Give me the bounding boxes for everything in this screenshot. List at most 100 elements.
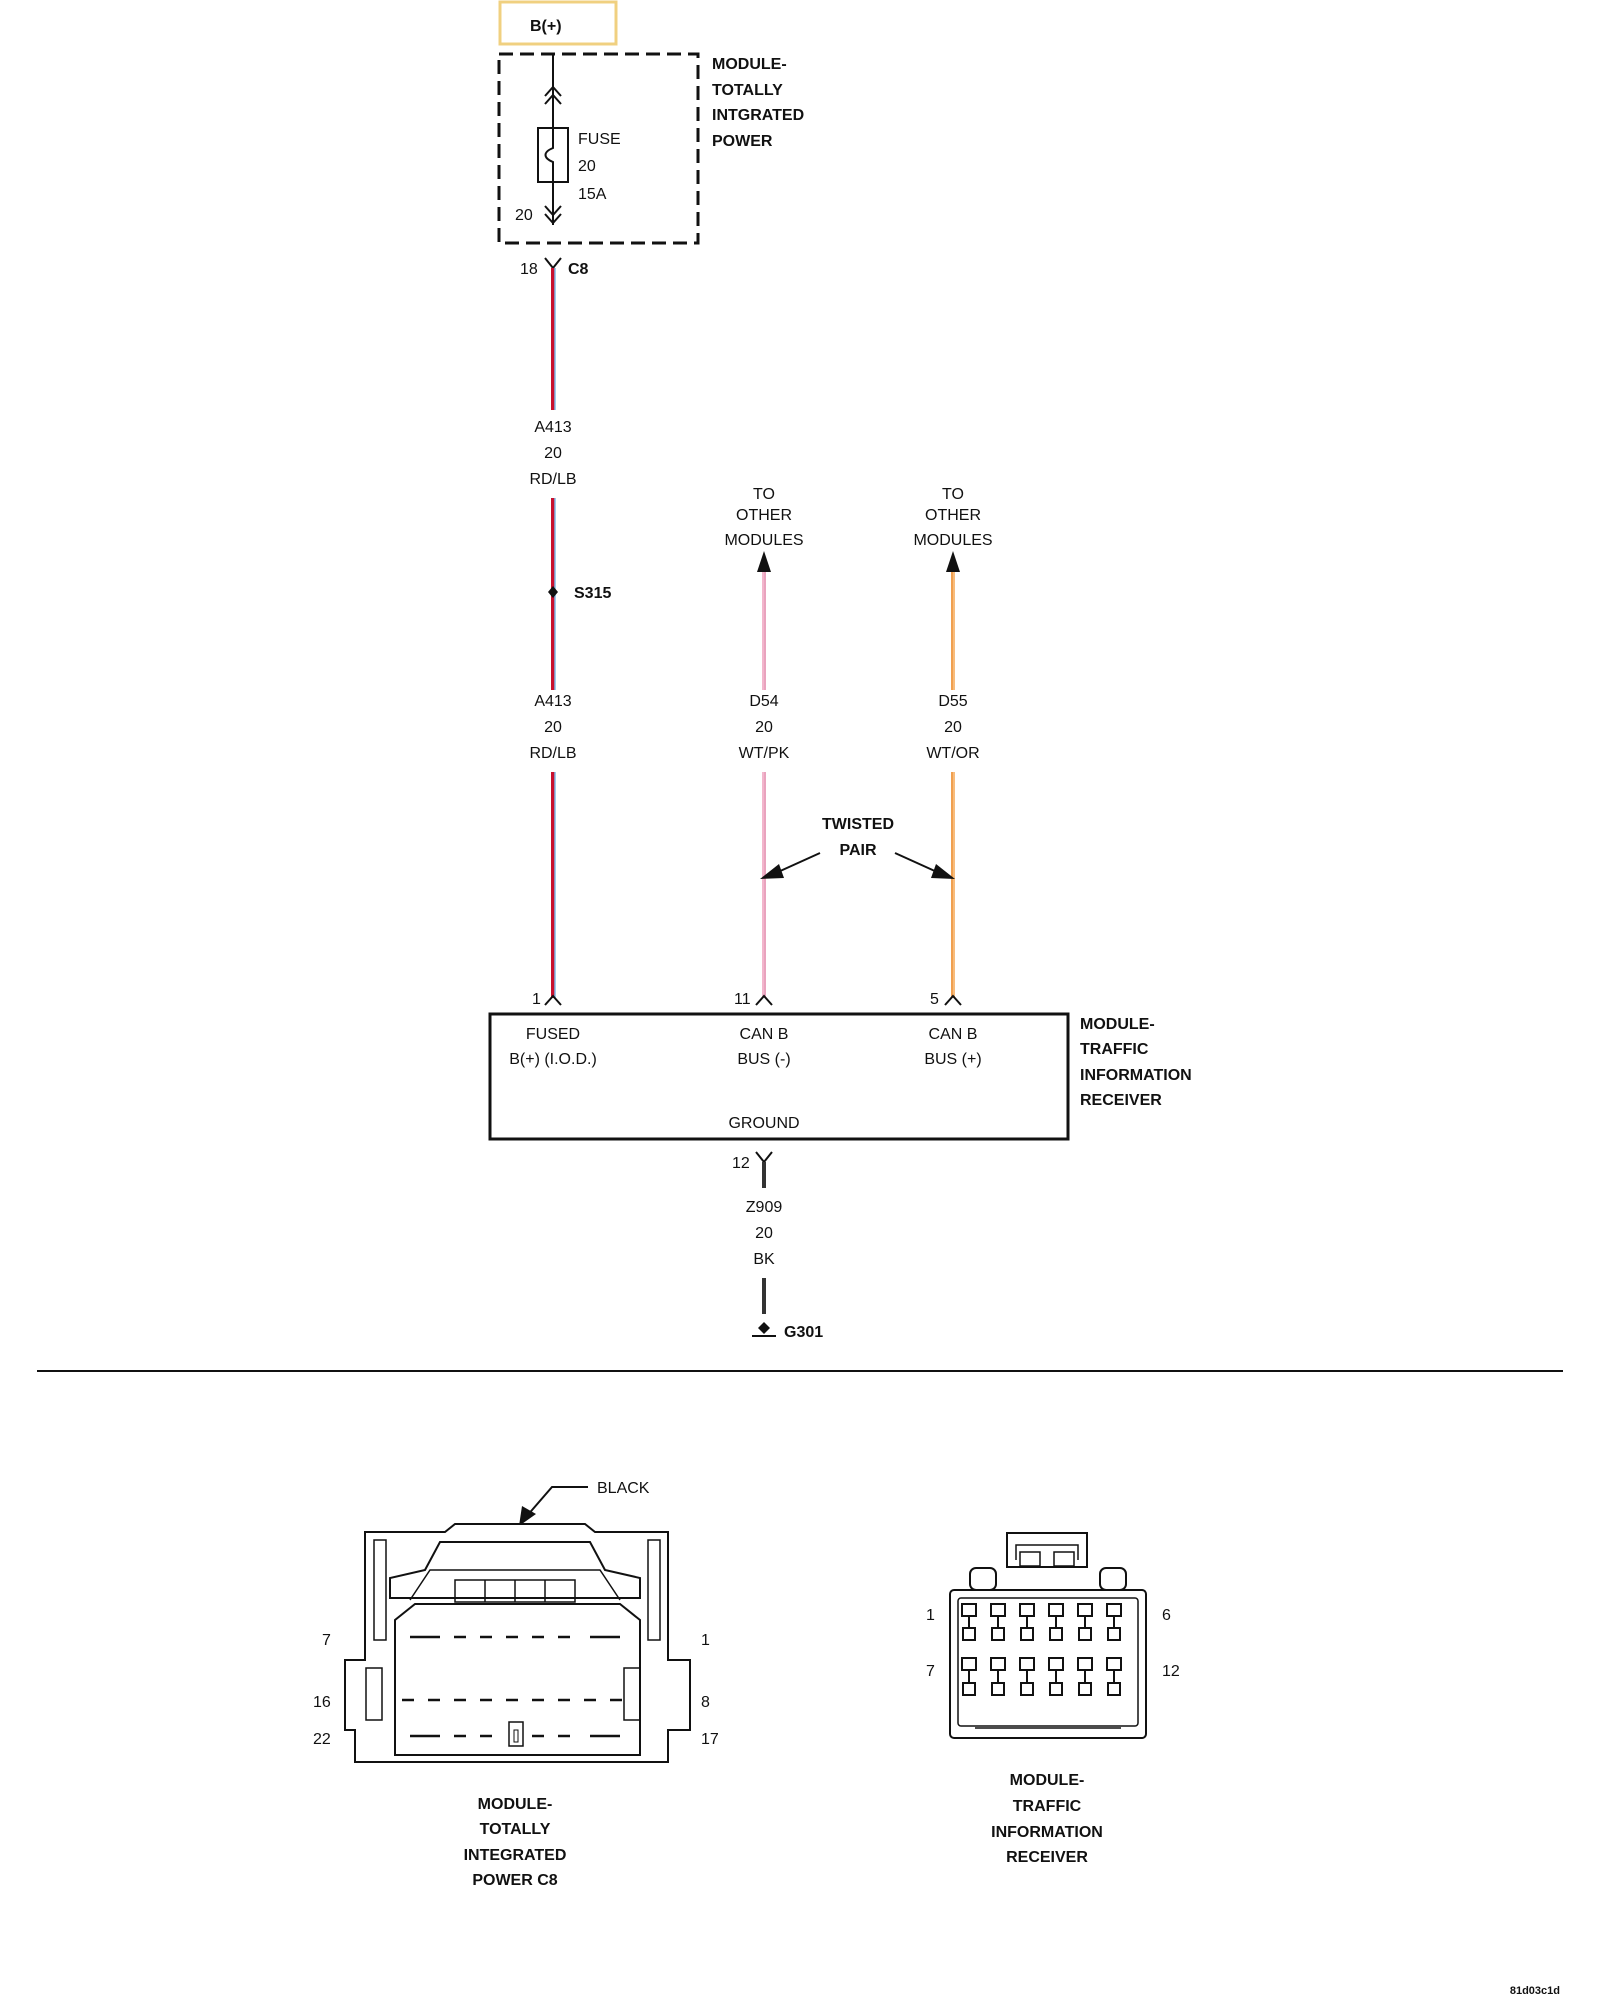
c8-caption-line-1: MODULE- <box>478 1796 553 1813</box>
d55-dest-line-1: TO <box>942 486 964 503</box>
receiver-pin-11-chevron <box>755 994 773 1006</box>
receiver-conn-tab-2 <box>990 1603 1006 1617</box>
tipm-dashed-outline <box>497 52 700 245</box>
tipm-title-line-1: MODULE- <box>712 56 787 73</box>
c8-key-slot-inner <box>513 1729 519 1743</box>
c8-left-rail <box>373 1539 387 1641</box>
d54-circuit: D54 <box>749 693 778 710</box>
d54-dest-line-3: MODULES <box>724 532 803 549</box>
ground-id: G301 <box>784 1324 823 1341</box>
receiver-conn-tab-3 <box>1019 1603 1035 1617</box>
receiver-module: 1 11 5 FUSED B(+) (I.O.D.) CAN B BUS (-)… <box>488 991 1192 1141</box>
a413-lower-color: RD/LB <box>529 745 576 762</box>
twisted-pair-callout: TWISTED PAIR <box>760 816 955 879</box>
d55-dest-line-3: MODULES <box>913 532 992 549</box>
a413-upper-gauge: 20 <box>544 445 562 462</box>
d54-arrow-up-icon <box>757 551 771 572</box>
c8-caption-line-2: TOTALLY <box>480 1821 551 1838</box>
doc-id: 81d03c1d <box>1510 1985 1560 1997</box>
twisted-pair-arrow-left-icon <box>760 864 784 879</box>
d55-gauge: 20 <box>944 719 962 736</box>
d54-color: WT/PK <box>739 745 790 762</box>
receiver-conn-pin-label-6: 6 <box>1162 1607 1171 1624</box>
ground-pin: 12 <box>732 1155 750 1172</box>
receiver-title-line-2: TRAFFIC <box>1080 1041 1149 1058</box>
c8-color-leader <box>525 1486 588 1518</box>
a413-lower-circuit: A413 <box>534 693 571 710</box>
tipm-title-line-4: POWER <box>712 133 773 150</box>
receiver-title-line-1: MODULE- <box>1080 1016 1155 1033</box>
receiver-title-line-4: RECEIVER <box>1080 1092 1162 1109</box>
wire-a413: A413 20 RD/LB S315 A413 20 RD/LB <box>529 268 611 998</box>
receiver-conn-cavity-2 <box>991 1627 1005 1641</box>
c8-pin-label-16: 16 <box>313 1694 331 1711</box>
receiver-box <box>488 1012 1070 1141</box>
tipm-connector-chevron-bottom-2 <box>544 213 562 225</box>
c8-right-rail <box>647 1539 661 1641</box>
twisted-pair-arrow-right-icon <box>931 864 955 879</box>
tipm-title-line-3: INTGRATED <box>712 107 804 124</box>
twisted-pair-line-1: TWISTED <box>822 816 894 833</box>
receiver-pin-1-func-1: FUSED <box>526 1026 580 1043</box>
a413-lower-gauge: 20 <box>544 719 562 736</box>
c8-clip-left <box>365 1667 383 1721</box>
c8-color-arrow-icon <box>519 1506 536 1526</box>
power-source-label: B(+) <box>530 18 562 35</box>
wire-d54: TO OTHER MODULES D54 20 WT/PK <box>724 486 804 998</box>
receiver-conn-pin-label-1: 1 <box>926 1607 935 1624</box>
c8-face <box>394 1603 641 1756</box>
d55-arrow-up-icon <box>946 551 960 572</box>
receiver-conn-latch-inner <box>1015 1544 1079 1560</box>
c8-clip-right <box>623 1667 641 1721</box>
fuse-pin: 20 <box>515 207 533 224</box>
receiver-ground-label: GROUND <box>728 1115 799 1132</box>
c8-id: C8 <box>568 261 589 278</box>
receiver-conn-tab-11 <box>1077 1657 1093 1671</box>
z909-gauge: 20 <box>755 1225 773 1242</box>
power-source: B(+) <box>498 0 618 46</box>
twisted-pair-leader-left <box>777 852 821 873</box>
tipm-module: MODULE- TOTALLY INTGRATED POWER FUSE 20 … <box>497 52 804 245</box>
z909-circuit: Z909 <box>746 1199 783 1216</box>
receiver-conn-cavity-10 <box>1049 1682 1063 1696</box>
receiver-conn-caption-line-4: RECEIVER <box>1006 1849 1088 1866</box>
receiver-conn-latch <box>1006 1532 1088 1568</box>
receiver-pin-1: 1 <box>532 991 541 1008</box>
c8-color-label: BLACK <box>597 1480 650 1497</box>
receiver-pin-1-chevron <box>544 994 562 1006</box>
receiver-conn-latch-tab-right <box>1053 1551 1075 1567</box>
receiver-pin-1-func-2: B(+) (I.O.D.) <box>509 1051 597 1068</box>
wire-z909: 12 Z909 20 BK G301 <box>732 1151 823 1341</box>
c8-pin-label-1: 1 <box>701 1632 710 1649</box>
fuse-label: FUSE <box>578 131 621 148</box>
receiver-pin-5-chevron <box>944 994 962 1006</box>
ground-node-icon <box>758 1322 770 1334</box>
d55-circuit: D55 <box>938 693 967 710</box>
c8-caption-line-3: INTEGRATED <box>464 1847 567 1864</box>
receiver-conn-cavity-6 <box>1107 1627 1121 1641</box>
receiver-conn-cavity-5 <box>1078 1627 1092 1641</box>
receiver-conn-tab-7 <box>961 1657 977 1671</box>
receiver-conn-tab-1 <box>961 1603 977 1617</box>
tipm-connector-chevron-top-1 <box>544 85 562 97</box>
wire-d55: TO OTHER MODULES D55 20 WT/OR <box>913 486 993 998</box>
d54-dest-line-2: OTHER <box>736 507 792 524</box>
receiver-conn-cavity-9 <box>1020 1682 1034 1696</box>
receiver-conn-cavity-11 <box>1078 1682 1092 1696</box>
c8-caption-line-4: POWER C8 <box>472 1872 557 1889</box>
receiver-conn-cavity-8 <box>991 1682 1005 1696</box>
receiver-pin-11: 11 <box>734 991 751 1008</box>
tipm-title-line-2: TOTALLY <box>712 82 783 99</box>
a413-upper-circuit: A413 <box>534 419 571 436</box>
receiver-conn-tab-9 <box>1019 1657 1035 1671</box>
receiver-pin-5-func-1: CAN B <box>929 1026 978 1043</box>
receiver-conn-cavity-3 <box>1020 1627 1034 1641</box>
c8-pin-label-7: 7 <box>322 1632 331 1649</box>
receiver-conn-tab-8 <box>990 1657 1006 1671</box>
receiver-conn-tab-6 <box>1106 1603 1122 1617</box>
twisted-pair-leader-right <box>894 852 938 873</box>
d55-dest-line-2: OTHER <box>925 507 981 524</box>
tipm-connector-chevron-top-2 <box>544 93 562 105</box>
power-source-box <box>498 0 618 46</box>
